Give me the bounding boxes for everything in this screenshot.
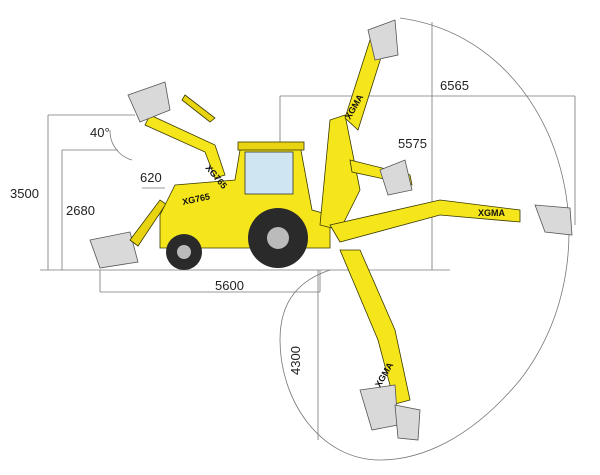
brand-stick-horizontal: XGMA — [478, 208, 506, 218]
dim-height-total: 3500 — [10, 186, 39, 201]
dim-height-max: 5575 — [398, 136, 427, 151]
loader-bucket-lowered — [89, 199, 167, 269]
cab-window — [244, 151, 294, 195]
swing-envelope-arc — [279, 17, 570, 461]
dim-dig-depth: 4300 — [288, 346, 303, 375]
backhoe-stick-vertical — [339, 249, 421, 441]
dim-length: 5600 — [215, 278, 244, 293]
dimension-lines — [47, 22, 576, 440]
dim-dump-angle: 40° — [90, 125, 110, 140]
loader-arm-raised — [127, 81, 226, 179]
tractor-body — [159, 141, 331, 270]
backhoe-boom-raised — [319, 19, 399, 231]
dim-height-loader: 2680 — [66, 203, 95, 218]
backhoe-stick-horizontal — [329, 199, 573, 243]
dim-dump-reach: 620 — [140, 170, 162, 185]
dim-reach-max: 6565 — [440, 78, 469, 93]
backhoe-stick-mid — [349, 159, 413, 196]
